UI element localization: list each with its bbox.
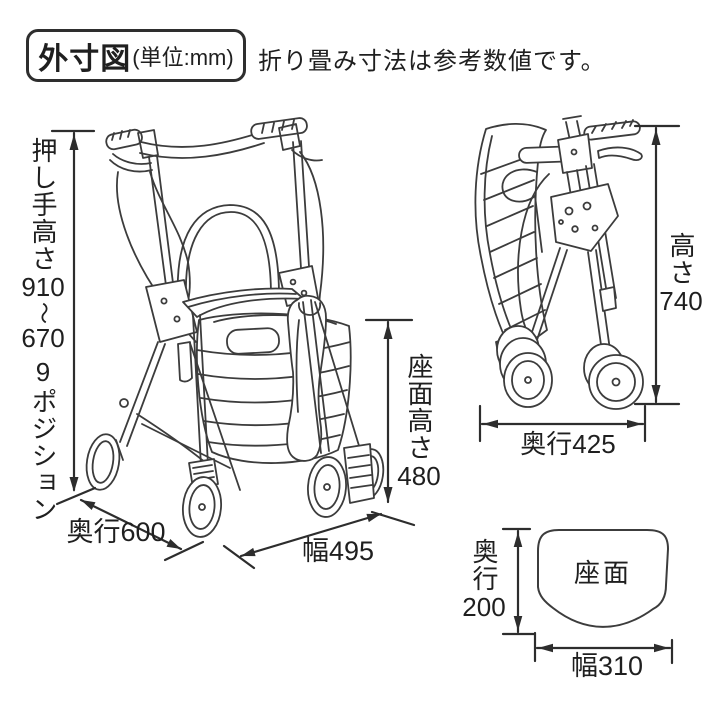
dim-handle-height-max: 910: [21, 272, 65, 302]
seat-outline-drawing: [537, 529, 669, 628]
dim-width-495: 幅495: [301, 536, 375, 566]
dim-handle-height: 押し手高さ 910 〜 670 9 ポジション: [21, 137, 65, 523]
folded-walker-drawing: [474, 115, 644, 410]
dim-folded-height: 高さ 740: [657, 232, 705, 315]
dim-seat-depth: 奥行 200: [455, 538, 513, 621]
dim-depth-600: 奥行600: [66, 517, 166, 547]
dim-folded-height-value: 740: [659, 286, 703, 316]
dim-handle-height-label: 押し手高さ: [28, 137, 58, 272]
seat-surface-label: 座面: [574, 558, 633, 588]
note-text: 折り畳み寸法は参考数値です。: [258, 48, 606, 75]
dim-positions-label: ポジション: [28, 387, 58, 523]
page-title-unit: (単位:mm): [132, 44, 234, 70]
dim-seat-height: 座面高さ 480: [395, 353, 443, 490]
title-box: 外寸図 (単位:mm): [26, 29, 246, 82]
dim-seat-height-value: 480: [397, 461, 441, 491]
dim-folded-depth-425: 奥行425: [520, 429, 616, 459]
dim-seat-depth-label: 奥行: [469, 538, 499, 592]
dim-seat-height-label: 座面高さ: [404, 353, 434, 461]
dim-folded-height-label: 高さ: [666, 232, 696, 286]
dim-seat-depth-value: 200: [462, 592, 506, 622]
dim-handle-height-min: 670: [21, 322, 65, 353]
dimension-annotations: [50, 124, 681, 665]
dim-positions-count: 9: [35, 357, 51, 388]
dim-seat-width-310: 幅310: [570, 651, 644, 681]
main-walker-drawing: [85, 117, 385, 538]
page-title: 外寸図: [38, 42, 132, 76]
range-tilde: 〜: [30, 301, 56, 324]
